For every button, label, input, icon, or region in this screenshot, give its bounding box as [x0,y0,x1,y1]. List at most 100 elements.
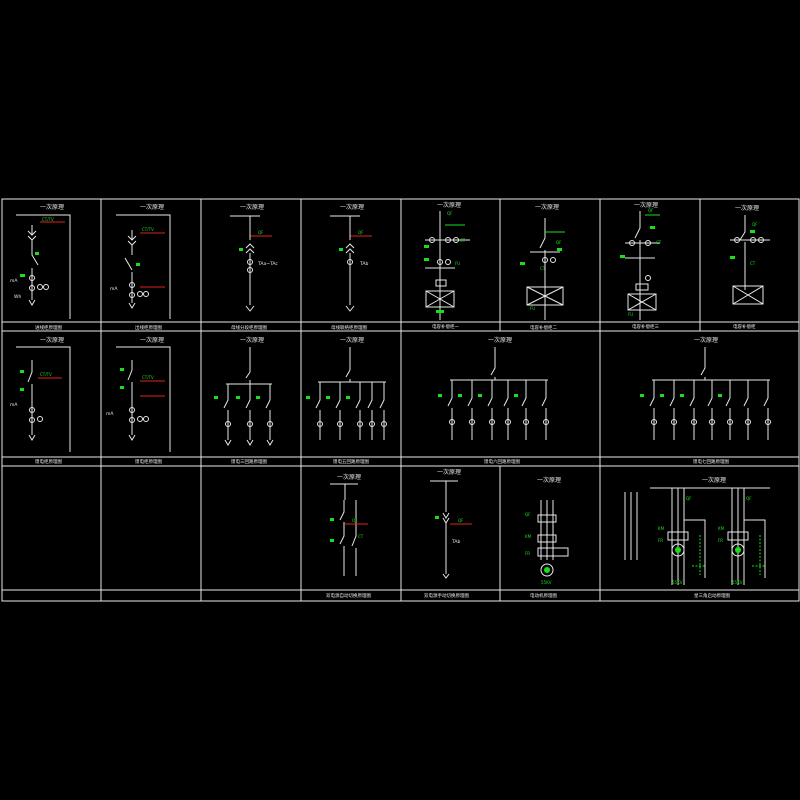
tag: QF [556,240,562,245]
cell-title: 一次原理 [634,201,658,209]
cell-r3c4: 一次原理 QF CT 双电源自动切换原理图 [326,473,371,599]
svg-text:mA: mA [10,278,18,284]
cell-caption: 电容补偿柜二 [530,324,557,331]
cell-caption: 馈电柜原理图 [35,458,62,465]
tag: FU [455,261,460,266]
cell-r1c4: 一次原理 QF TAb 母线联络柜原理图 [330,203,372,331]
tag: QF [458,518,464,523]
tag: CT/TV [142,227,154,232]
cell-title: 一次原理 [488,336,512,344]
cell-title: 一次原理 [340,203,364,211]
tag: QF [525,512,531,517]
cell-caption: 电容补偿柜 [733,323,756,330]
svg-text:Wh: Wh [14,294,21,300]
cell-title: 一次原理 [337,473,361,481]
cell-caption: 馈电六回路原理图 [484,458,520,465]
tag: CT [540,266,546,271]
cell-title: 一次原理 [240,203,264,211]
motor-rating: 55KV [732,580,743,585]
cell-caption: 双电源自动切换原理图 [326,592,371,599]
motor-rating: 55KV [672,580,683,585]
cell-r3c5: 一次原理 QF TAb 双电源手动切换原理图 [424,468,472,599]
cell-title: 一次原理 [535,203,559,211]
cell-caption: 星三角启动原理图 [694,592,730,599]
cell-title: 一次原理 [537,476,561,484]
tag: QF [752,222,758,227]
cell-r1c5: 一次原理 QF CT FU 电容补偿柜一 [424,201,470,330]
cell-title: 一次原理 [437,201,461,209]
cell-caption: 馈电三回路原理图 [231,458,267,465]
cell-r1c3: 一次原理 QF TAa~TAc 母线分段柜原理图 [230,203,278,331]
cell-caption: 馈电五回路原理图 [333,458,369,465]
cell-title: 一次原理 [140,203,164,211]
cell-r2c4: 一次原理 馈电五回路原理图 [306,336,387,465]
tag: QF [746,496,752,501]
tag: QF [358,230,364,235]
cell-r2c3: 一次原理 馈电三回路原理图 [214,336,274,465]
cell-title: 一次原理 [437,468,461,476]
ct-label: TAa~TAc [257,261,278,267]
cell-r1c6: 一次原理 QF CT FU 电容补偿柜二 [520,203,565,331]
cell-r2c6: 一次原理 馈电七回路原理图 [640,336,771,465]
cell-caption: 馈电七回路原理图 [693,458,729,465]
cell-title: 一次原理 [140,336,164,344]
tag: FR [658,538,663,543]
cell-title: 一次原理 [40,336,64,344]
cell-r1c2: 一次原理 CT/TV mA 出线柜原理图 [110,203,171,331]
tag: CT [460,238,466,243]
cell-r1c8: 一次原理 QF CT 电容补偿柜 [730,204,770,330]
tag: QF [648,208,654,213]
feeder-branches [649,380,771,440]
tag: KM [718,526,725,531]
tag: QF [258,230,264,235]
tag: CT [358,534,364,539]
cell-title: 一次原理 [702,476,726,484]
tag: QF [686,496,692,501]
tag: QF [352,518,358,523]
tag: CT/TV [40,372,52,377]
cell-caption: 馈电柜原理图 [135,458,162,465]
tag: KM [525,534,532,539]
cell-caption: 母线分段柜原理图 [231,324,267,331]
ct-label: TAb [359,261,368,267]
cell-title: 一次原理 [340,336,364,344]
svg-text:mA: mA [10,402,18,408]
cell-caption: 电动机原理图 [530,592,557,599]
drawing-frame [1,198,800,602]
cell-caption: 出线柜原理图 [135,324,162,331]
cell-r3c7: 一次原理 QF QF KM KM FR FR 55KV 55KV 星三角启动原理… [624,476,770,599]
cell-r3c6: 一次原理 QF KM FR 55KV 电动机原理图 [525,476,569,599]
cell-caption: 进线柜原理图 [35,324,62,331]
cell-r1c1: 一次原理 CT/TV mA Wh 进线柜原理图 [10,203,71,331]
cell-title: 一次原理 [694,336,718,344]
tag: KM [658,526,665,531]
tag: CT [750,261,756,266]
feeder-branches [315,382,387,440]
tag: CT/TV [142,375,154,380]
cell-r1c7: 一次原理 QF CT FU 电容补偿柜三 [620,201,662,330]
motor-rating: 55KV [541,580,552,585]
tag: FR [525,551,530,556]
tag: CT [656,240,662,245]
cell-title: 一次原理 [240,336,264,344]
cell-caption: 电容补偿柜一 [432,323,459,330]
tag: FU [530,306,535,311]
ct-label: TAb [451,539,460,545]
cell-title: 一次原理 [735,204,759,212]
feeder-branches [223,384,274,446]
cell-r2c5: 一次原理 馈电六回路原理图 [438,336,549,465]
tag: CT/TV [42,217,54,222]
cell-caption: 双电源手动切换原理图 [424,592,469,599]
tag: QF [447,211,453,216]
cell-r2c1: 一次原理 CT/TV mA 馈电柜原理图 [10,336,71,465]
tag: FR [718,538,723,543]
cell-r2c2: 一次原理 CT/TV mA 馈电柜原理图 [106,336,171,465]
cell-title: 一次原理 [40,203,64,211]
feeder-branches [447,380,549,440]
svg-text:mA: mA [110,286,118,292]
svg-text:mA: mA [106,411,114,417]
tag: FU [628,312,633,317]
cell-caption: 电容补偿柜三 [632,323,659,330]
cell-caption: 母线联络柜原理图 [331,324,367,331]
